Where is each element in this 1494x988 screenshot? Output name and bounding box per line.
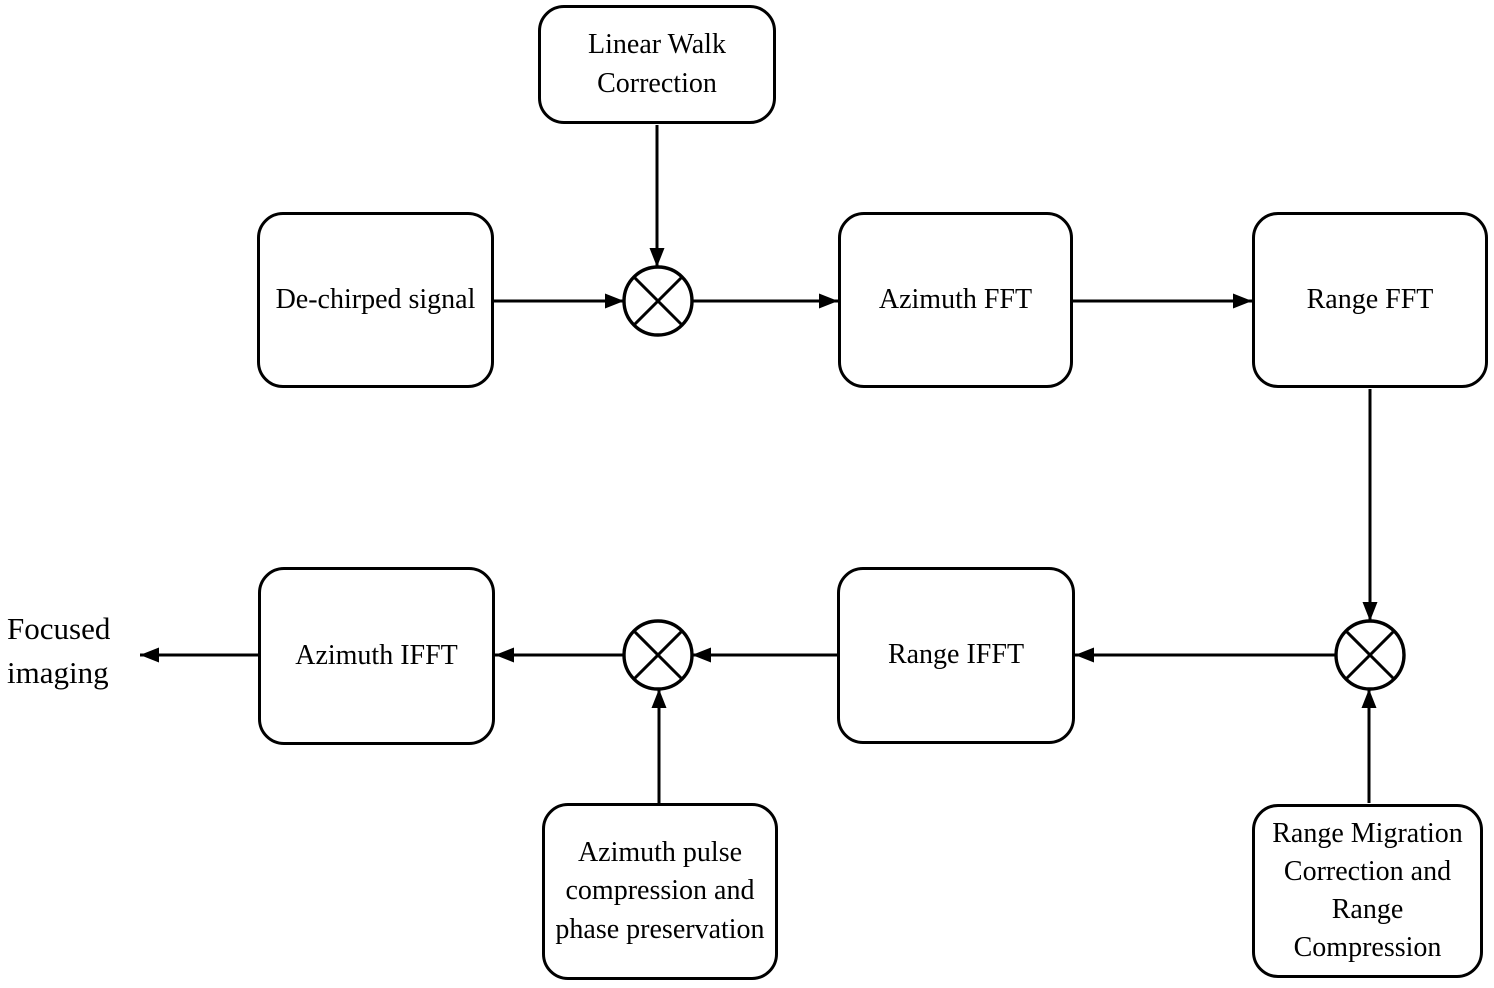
node-label: Range Migration Correction and Range Com…: [1272, 815, 1463, 967]
node-label: De-chirped signal: [276, 281, 476, 319]
node-azimuth-pulse-compression: Azimuth pulse compression and phase pres…: [542, 803, 778, 980]
node-linear-walk-correction: Linear Walk Correction: [538, 5, 776, 124]
node-label: Azimuth pulse compression and phase pres…: [555, 834, 764, 948]
node-label: Range FFT: [1307, 281, 1434, 319]
node-range-ifft: Range IFFT: [837, 567, 1075, 744]
multiplier-top-icon: [622, 265, 694, 337]
label-line: Range: [1331, 894, 1404, 925]
label-line: compression and: [565, 875, 755, 907]
label-line: imaging: [7, 655, 109, 690]
label-line: Azimuth FFT: [878, 283, 1033, 315]
node-label: Range IFFT: [888, 636, 1024, 674]
node-azimuth-fft: Azimuth FFT: [838, 212, 1073, 388]
node-label: Azimuth FFT: [879, 281, 1032, 319]
label-line: Focused: [7, 611, 111, 646]
multiplier-right-icon: [1334, 619, 1406, 691]
label-line: Range Migration: [1272, 817, 1463, 849]
node-azimuth-ifft: Azimuth IFFT: [258, 567, 495, 745]
label-line: Range FFT: [1306, 283, 1434, 315]
label-line: Compression: [1293, 932, 1442, 964]
node-range-migration-correction: Range Migration Correction and Range Com…: [1252, 804, 1483, 978]
label-line: Linear Walk: [588, 29, 726, 61]
node-label: Linear Walk Correction: [588, 26, 726, 102]
multiplier-bottom-left-icon: [622, 619, 694, 691]
label-line: Correction: [597, 67, 717, 99]
node-label: Azimuth IFFT: [295, 637, 458, 675]
node-range-fft: Range FFT: [1252, 212, 1488, 388]
focused-imaging-output-text: Focused imaging: [7, 607, 110, 695]
label-line: phase preservation: [555, 913, 765, 945]
label-line: Azimuth IFFT: [295, 639, 458, 671]
label-line: De-chirped signal: [275, 283, 476, 315]
node-de-chirped-signal: De-chirped signal: [257, 212, 494, 388]
label-line: Correction and: [1283, 855, 1452, 887]
label-line: Azimuth pulse: [577, 837, 743, 869]
label-line: Range IFFT: [887, 639, 1025, 671]
